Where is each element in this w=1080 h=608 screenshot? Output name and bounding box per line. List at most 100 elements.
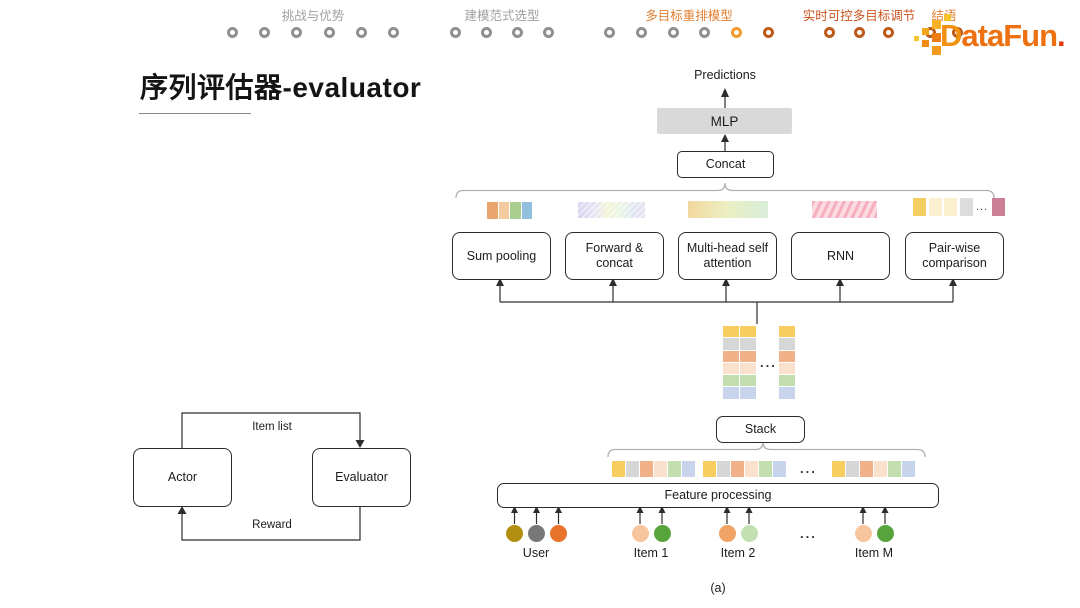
pairwise-feature-squares: ... bbox=[913, 198, 1005, 216]
page-title: 序列评估器-evaluator bbox=[140, 72, 422, 103]
logo-pixel bbox=[932, 46, 941, 55]
color-swatch bbox=[779, 350, 795, 362]
sum-pooling-feature-squares bbox=[487, 202, 532, 219]
progress-dot bbox=[291, 27, 303, 38]
concat-box: Concat bbox=[677, 151, 774, 178]
input-feature-dot bbox=[528, 524, 545, 542]
input-feature-dot bbox=[876, 524, 894, 542]
stack-box: Stack bbox=[716, 416, 805, 443]
progress-dot bbox=[512, 27, 523, 38]
color-swatch bbox=[654, 461, 667, 477]
logo-pixel bbox=[944, 14, 951, 21]
logo-pixel bbox=[922, 40, 929, 47]
color-swatch bbox=[723, 375, 739, 387]
nav-section-multiobjective-rerank: 多目标重排模型 bbox=[604, 8, 774, 38]
logo-pixel bbox=[932, 20, 941, 29]
color-swatch bbox=[773, 461, 786, 477]
encoder-sum-pooling: Sum pooling bbox=[452, 232, 551, 280]
nav-section-realtime-control: 实时可控多目标调节 bbox=[803, 8, 915, 38]
item-list-label: Item list bbox=[252, 421, 292, 433]
color-swatch bbox=[487, 202, 498, 219]
encoder-multihead-attention: Multi-head self attention bbox=[678, 232, 777, 280]
rnn-feature-strip bbox=[812, 201, 877, 218]
progress-dot bbox=[387, 27, 399, 38]
progress-dot bbox=[667, 27, 679, 38]
color-swatch bbox=[779, 362, 795, 375]
input-feature-dot bbox=[740, 524, 758, 542]
attention-feature-strip bbox=[688, 201, 768, 218]
stack-column-3 bbox=[779, 326, 795, 399]
color-swatch bbox=[944, 198, 957, 216]
item2-input-dots bbox=[718, 524, 758, 542]
color-swatch bbox=[759, 461, 772, 477]
reward-label: Reward bbox=[252, 519, 292, 531]
color-swatch bbox=[874, 461, 887, 477]
nav-section-challenges: 挑战与优势 bbox=[227, 8, 399, 38]
top-brace bbox=[455, 182, 995, 199]
pairwise-squares-left bbox=[913, 198, 973, 216]
color-swatch bbox=[498, 202, 509, 219]
progress-dot bbox=[355, 27, 367, 38]
input-feature-dot bbox=[631, 524, 649, 542]
item1-label: Item 1 bbox=[633, 546, 669, 560]
input-feature-dot bbox=[506, 524, 523, 542]
stack-column-1 bbox=[723, 326, 739, 399]
encoder-forward-concat: Forward & concat bbox=[565, 232, 664, 280]
evaluator-wires bbox=[499, 96, 954, 524]
nav-section-conclusion: 结语 bbox=[925, 8, 963, 38]
color-swatch bbox=[860, 461, 873, 477]
logo-pixel bbox=[914, 36, 919, 41]
nav-section-label: 实时可控多目标调节 bbox=[802, 9, 916, 23]
progress-dot bbox=[259, 27, 271, 38]
user-input-dots bbox=[506, 524, 567, 542]
color-swatch bbox=[723, 387, 739, 399]
nav-progress-dots bbox=[227, 27, 399, 38]
color-swatch bbox=[740, 362, 756, 375]
color-swatch bbox=[888, 461, 901, 477]
input-feature-dot bbox=[550, 524, 567, 542]
color-swatch bbox=[723, 326, 739, 338]
actor-loop-wires bbox=[181, 412, 361, 541]
pairwise-ellipsis: ... bbox=[976, 201, 989, 213]
itemM-label: Item M bbox=[854, 546, 894, 560]
logo-period: . bbox=[1057, 18, 1066, 53]
progress-dot bbox=[450, 27, 461, 38]
embedding-group-2 bbox=[703, 461, 786, 477]
evaluator-arrowheads bbox=[496, 88, 957, 513]
color-swatch bbox=[779, 387, 795, 399]
stack-ellipsis: ... bbox=[760, 355, 777, 370]
color-swatch bbox=[928, 198, 942, 216]
logo-pixel bbox=[922, 28, 929, 35]
color-swatch bbox=[626, 461, 639, 477]
nav-section-modeling-paradigm: 建模范式选型 bbox=[450, 8, 554, 38]
color-swatch bbox=[991, 198, 1005, 216]
bottom-brace bbox=[607, 441, 926, 458]
color-swatch bbox=[668, 461, 681, 477]
progress-dot bbox=[481, 27, 492, 38]
mlp-box: MLP bbox=[657, 108, 792, 134]
nav-progress-dots bbox=[450, 27, 554, 38]
inputs-ellipsis: ... bbox=[800, 526, 817, 541]
progress-dot bbox=[227, 27, 238, 38]
color-swatch bbox=[740, 326, 756, 338]
datafun-logo: DataFun. bbox=[912, 10, 1080, 60]
color-swatch bbox=[723, 350, 739, 362]
title-underline bbox=[139, 113, 251, 114]
logo-pixel bbox=[932, 33, 941, 42]
stack-column-2 bbox=[740, 326, 756, 399]
color-swatch bbox=[521, 202, 532, 219]
nav-section-label: 多目标重排模型 bbox=[645, 9, 733, 23]
color-swatch bbox=[902, 461, 915, 477]
feature-processing-box: Feature processing bbox=[497, 483, 939, 508]
pairwise-square-right bbox=[991, 198, 1005, 216]
progress-dot bbox=[731, 27, 743, 38]
color-swatch bbox=[913, 198, 926, 216]
color-swatch bbox=[510, 202, 521, 219]
color-swatch bbox=[959, 198, 973, 216]
progress-dot bbox=[883, 27, 894, 38]
color-swatch bbox=[745, 461, 758, 477]
encoder-rnn: RNN bbox=[791, 232, 890, 280]
progress-dot bbox=[853, 27, 865, 38]
embedding-ellipsis: ... bbox=[800, 461, 817, 476]
